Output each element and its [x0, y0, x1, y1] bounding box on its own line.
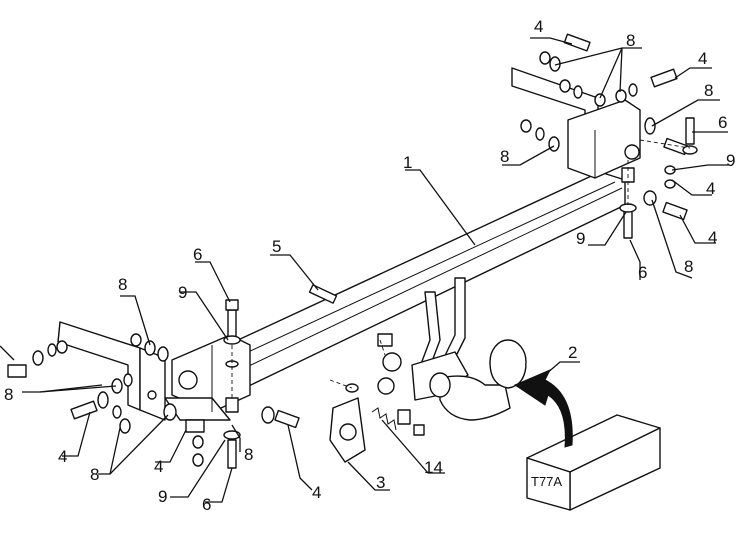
- callout-2: 2: [568, 343, 577, 362]
- callout-8-right-1: 8: [704, 81, 713, 100]
- callout-8-left-3: 8: [90, 465, 99, 484]
- tow-neck: [411, 277, 527, 421]
- mounting-arrow: [513, 369, 573, 448]
- callout-3: 3: [376, 473, 385, 492]
- callout-labels: 1 2 3 5 14 4 8 4 8 6 9 4 8 9 4 6 8 6 9 8…: [4, 17, 735, 514]
- callout-4-left-2: 4: [154, 457, 163, 476]
- small-hardware-center: [345, 333, 402, 395]
- callout-5: 5: [272, 237, 281, 256]
- callout-4-right-1: 4: [698, 49, 707, 68]
- callout-8-right-2: 8: [500, 147, 509, 166]
- callout-6-right-1: 6: [718, 113, 727, 132]
- callout-9-right-2: 9: [576, 229, 585, 248]
- left-mounting-bracket: [164, 334, 251, 421]
- bolt-part-5: [308, 284, 338, 304]
- callout-6-left-2: 6: [202, 495, 211, 514]
- callout-1: 1: [403, 153, 412, 172]
- callout-6-right-2: 6: [638, 263, 647, 282]
- callout-6-left-1: 6: [193, 245, 202, 264]
- leader-lines: [0, 37, 728, 503]
- callout-9-right-1: 9: [726, 151, 735, 170]
- left-fasteners: [7, 333, 205, 467]
- callout-8-right-3: 8: [684, 257, 693, 276]
- left-bracket-arm: [57, 321, 166, 421]
- callout-8-left-4: 8: [244, 445, 253, 464]
- callout-8-left-1: 8: [118, 275, 127, 294]
- product-box: T77A: [526, 414, 661, 511]
- assembly-lines: [231, 139, 691, 400]
- callout-4-top: 4: [534, 17, 543, 36]
- callout-8-left-2: 8: [4, 385, 13, 404]
- callout-9-left-2: 9: [158, 487, 167, 506]
- callout-4-right-2: 4: [706, 179, 715, 198]
- callout-14: 14: [424, 458, 443, 477]
- socket-plate: [329, 397, 425, 463]
- right-fasteners: [520, 33, 698, 239]
- spring: [371, 407, 397, 431]
- callout-4-left-3: 4: [312, 483, 321, 502]
- box-label: T77A: [531, 474, 562, 489]
- callout-4-right-3: 4: [708, 228, 717, 247]
- callout-9-left-1: 9: [178, 283, 187, 302]
- callout-4-left-1: 4: [58, 447, 67, 466]
- callout-8-top: 8: [626, 31, 635, 50]
